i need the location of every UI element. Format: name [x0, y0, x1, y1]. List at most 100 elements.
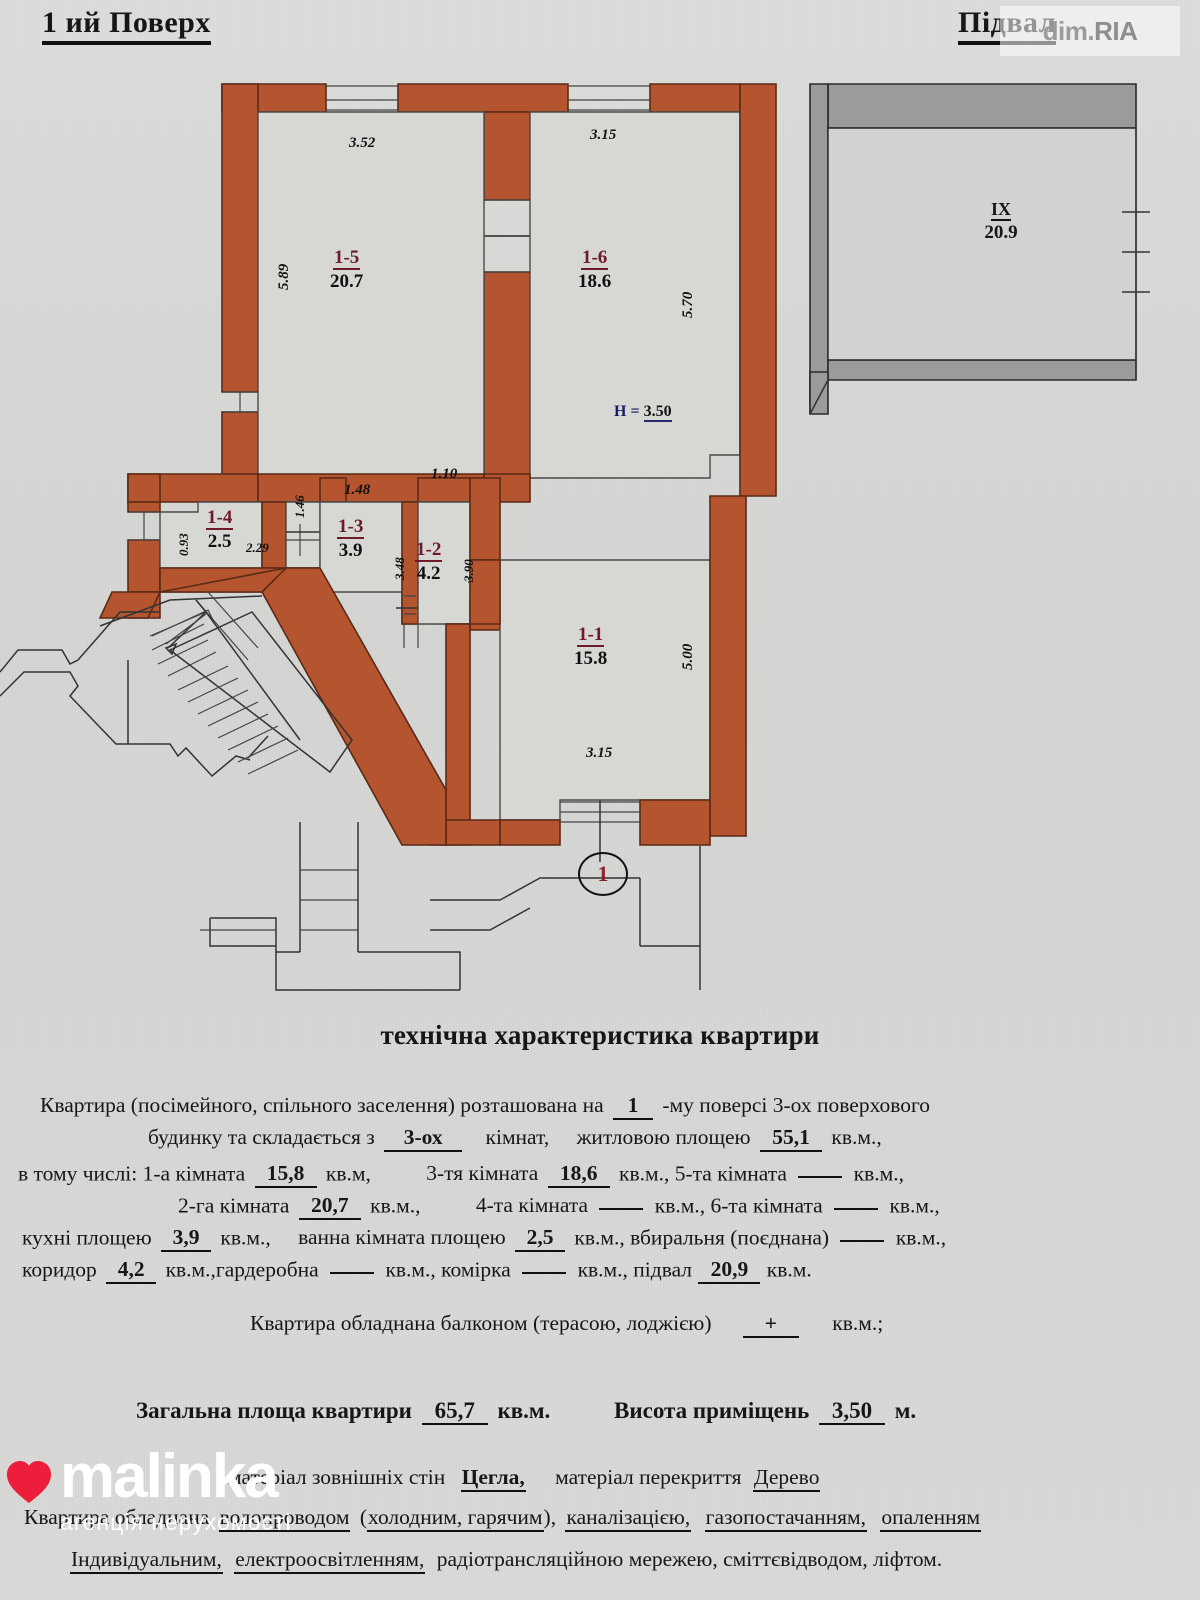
spec-corridor-area: 4,2: [106, 1258, 157, 1284]
spec-l8-text-d: м.: [894, 1398, 917, 1423]
floor-plan-drawing: .w{fill:#b5552f;stroke:#5a2a16;stroke-wi…: [0, 83, 1150, 991]
spec-l7-text-a: Квартира обладнана балконом (терасою, ло…: [250, 1311, 712, 1335]
room-area-1-3: 3.9: [338, 539, 363, 561]
ceiling-height-label: H = 3.50: [614, 403, 672, 422]
spec-water-supply: водопроводом: [218, 1505, 351, 1532]
basement-room-area: 20.9: [984, 221, 1018, 243]
room-id-1-1: 1-1: [576, 624, 605, 647]
spec-line-6: коридор 4,2 кв.м.,гардеробна кв.м., комі…: [22, 1254, 812, 1284]
spec-line-total: Загальна площа квартири 65,7 кв.м. Висот…: [136, 1398, 917, 1426]
ceiling-height-value: 3.50: [643, 403, 672, 422]
spec-l11-text-c: радіотрансляційною мережею, сміттєвідвод…: [436, 1547, 943, 1571]
entrance-marker-number: 1: [597, 861, 609, 886]
room-area-1-2: 4.2: [416, 562, 441, 584]
spec-l5-text-c: ванна кімната площею: [298, 1225, 506, 1250]
floor-plan-heading: 1 ий Поверх: [42, 6, 211, 45]
spec-l5-text-a: кухні площею: [22, 1225, 152, 1250]
spec-wall-material: Цегла,: [460, 1465, 526, 1492]
spec-balcony-value: +: [742, 1311, 799, 1338]
spec-line-4: 2-га кімната 20,7 кв.м., 4-та кімната кв…: [178, 1190, 940, 1220]
spec-l4-text-a: 2-га кімната: [178, 1193, 290, 1218]
spec-l9-text-b: матеріал перекриття: [555, 1465, 742, 1489]
spec-line-balcony: Квартира обладнана балконом (терасою, ло…: [250, 1311, 884, 1338]
spec-heating-type: Індивідуальним,: [70, 1547, 223, 1574]
spec-l2-text-d: кв.м.,: [831, 1125, 882, 1149]
spec-l8-text-a: Загальна площа квартири: [136, 1398, 412, 1423]
room-label-1-4: 1-4 2.5: [206, 508, 234, 553]
dimension-1-5-width: 3.52: [349, 135, 376, 151]
spec-room6-area-blank: [834, 1190, 879, 1211]
spec-l9-text-a: матеріал зовнішніх стін: [228, 1465, 446, 1489]
room-label-1-3: 1-3 3.9: [337, 516, 365, 562]
spec-l5-text-b: кв.м.,: [220, 1225, 271, 1250]
dimension-1-3-height: 3.48: [392, 557, 407, 580]
spec-l6-text-c: кв.м., комірка: [385, 1257, 511, 1282]
spec-ceiling-height: 3,50: [819, 1398, 886, 1426]
spec-l3-text-c: 3-тя кімната: [426, 1161, 539, 1186]
spec-l4-text-c: 4-та кімната: [475, 1193, 589, 1218]
room-area-1-5: 20.7: [330, 270, 364, 292]
room-area-1-1: 15.8: [574, 647, 608, 669]
spec-l6-text-e: кв.м.: [766, 1257, 812, 1282]
room-label-1-5: 1-5 20.7: [330, 248, 363, 293]
room-id-1-5: 1-5: [332, 247, 361, 270]
spec-l3-text-e: кв.м.,: [853, 1161, 904, 1186]
spec-line-2: будинку та складається з 3-ох кімнат, жи…: [148, 1125, 882, 1152]
spec-floor-material: Дерево: [752, 1465, 821, 1492]
room-label-1-2: 1-2 4.2: [415, 539, 443, 585]
spec-line-utilities-2: Індивідуальним, електроосвітленням, раді…: [70, 1547, 943, 1574]
dimension-1-2-height: 3.90: [461, 559, 476, 582]
spec-l10-text-e: ),: [543, 1505, 557, 1529]
dimension-1-5-height: 5.89: [276, 263, 292, 290]
room-area-1-4: 2.5: [207, 530, 232, 552]
spec-living-area: 55,1: [760, 1125, 822, 1152]
room-id-1-3: 1-3: [337, 516, 365, 539]
spec-toilet-area-blank: [840, 1222, 885, 1243]
spec-title: технічна характеристика квартири: [380, 1020, 820, 1050]
spec-l6-text-b: кв.м.,гардеробна: [165, 1257, 319, 1282]
spec-floor-number: 1: [613, 1093, 654, 1120]
spec-pantry-area-blank: [522, 1254, 567, 1275]
dimension-1-4-width: 0.93: [176, 533, 191, 556]
dimension-1-1-width: 3.15: [586, 745, 613, 761]
spec-room-count: 3-ох: [384, 1125, 463, 1152]
spec-l4-text-e: кв.м.,: [889, 1193, 940, 1218]
dimension-1-6-height: 5.70: [680, 291, 696, 318]
spec-l10-text-a: Квартира обладнана: [24, 1505, 210, 1529]
spec-l2-text-c: житловою площею: [576, 1125, 751, 1149]
ceiling-height-prefix: H =: [614, 403, 640, 420]
spec-room5-area-blank: [798, 1158, 843, 1179]
spec-bathroom-area: 2,5: [515, 1226, 566, 1252]
heart-icon: [7, 1460, 51, 1504]
spec-l5-text-d: кв.м., вбиральня (поєднана): [574, 1225, 830, 1250]
spec-l8-text-c: Висота приміщень: [614, 1398, 810, 1423]
spec-l1-text-a: Квартира (посімейного, спільного заселен…: [40, 1093, 604, 1117]
spec-basement-area: 20,9: [698, 1258, 761, 1284]
spec-room4-area-blank: [599, 1190, 644, 1211]
spec-line-5: кухні площею 3,9 кв.м., ванна кімната пл…: [22, 1222, 946, 1252]
spec-l6-text-d: кв.м., підвал: [577, 1257, 693, 1282]
dimension-1-3-width: 1.48: [344, 482, 371, 498]
spec-l3-text-d: кв.м., 5-та кімната: [619, 1161, 787, 1186]
dimension-corridor-width: 1.46: [292, 495, 307, 518]
spec-l7-text-b: кв.м.;: [832, 1311, 884, 1335]
spec-line-1: Квартира (посімейного, спільного заселен…: [40, 1093, 930, 1120]
spec-room1-area: 15,8: [254, 1162, 317, 1188]
spec-wardrobe-area-blank: [330, 1254, 375, 1275]
spec-l10-text-c: (: [359, 1505, 368, 1529]
basement-room-number: IX: [990, 199, 1011, 221]
spec-l2-text-a: будинку та складається з: [148, 1125, 375, 1149]
spec-water-types: холодним, гарячим: [367, 1505, 544, 1532]
dimension-1-6-width: 3.15: [590, 127, 617, 143]
spec-l6-text-a: коридор: [22, 1257, 97, 1282]
spec-room3-area: 18,6: [547, 1162, 610, 1188]
spec-l3-text-a: в тому числі: 1-а кімната: [18, 1161, 246, 1186]
spec-electric-lighting: електроосвітленням,: [234, 1547, 426, 1574]
room-id-1-2: 1-2: [415, 539, 443, 562]
dimension-1-4-length: 2.29: [246, 540, 269, 555]
dimension-door-width: 1.10: [431, 466, 458, 482]
spec-total-area: 65,7: [421, 1398, 488, 1426]
room-label-1-1: 1-1 15.8: [574, 625, 607, 670]
room-label-1-6: 1-6 18.6: [578, 248, 611, 293]
room-area-1-6: 18.6: [578, 270, 612, 292]
